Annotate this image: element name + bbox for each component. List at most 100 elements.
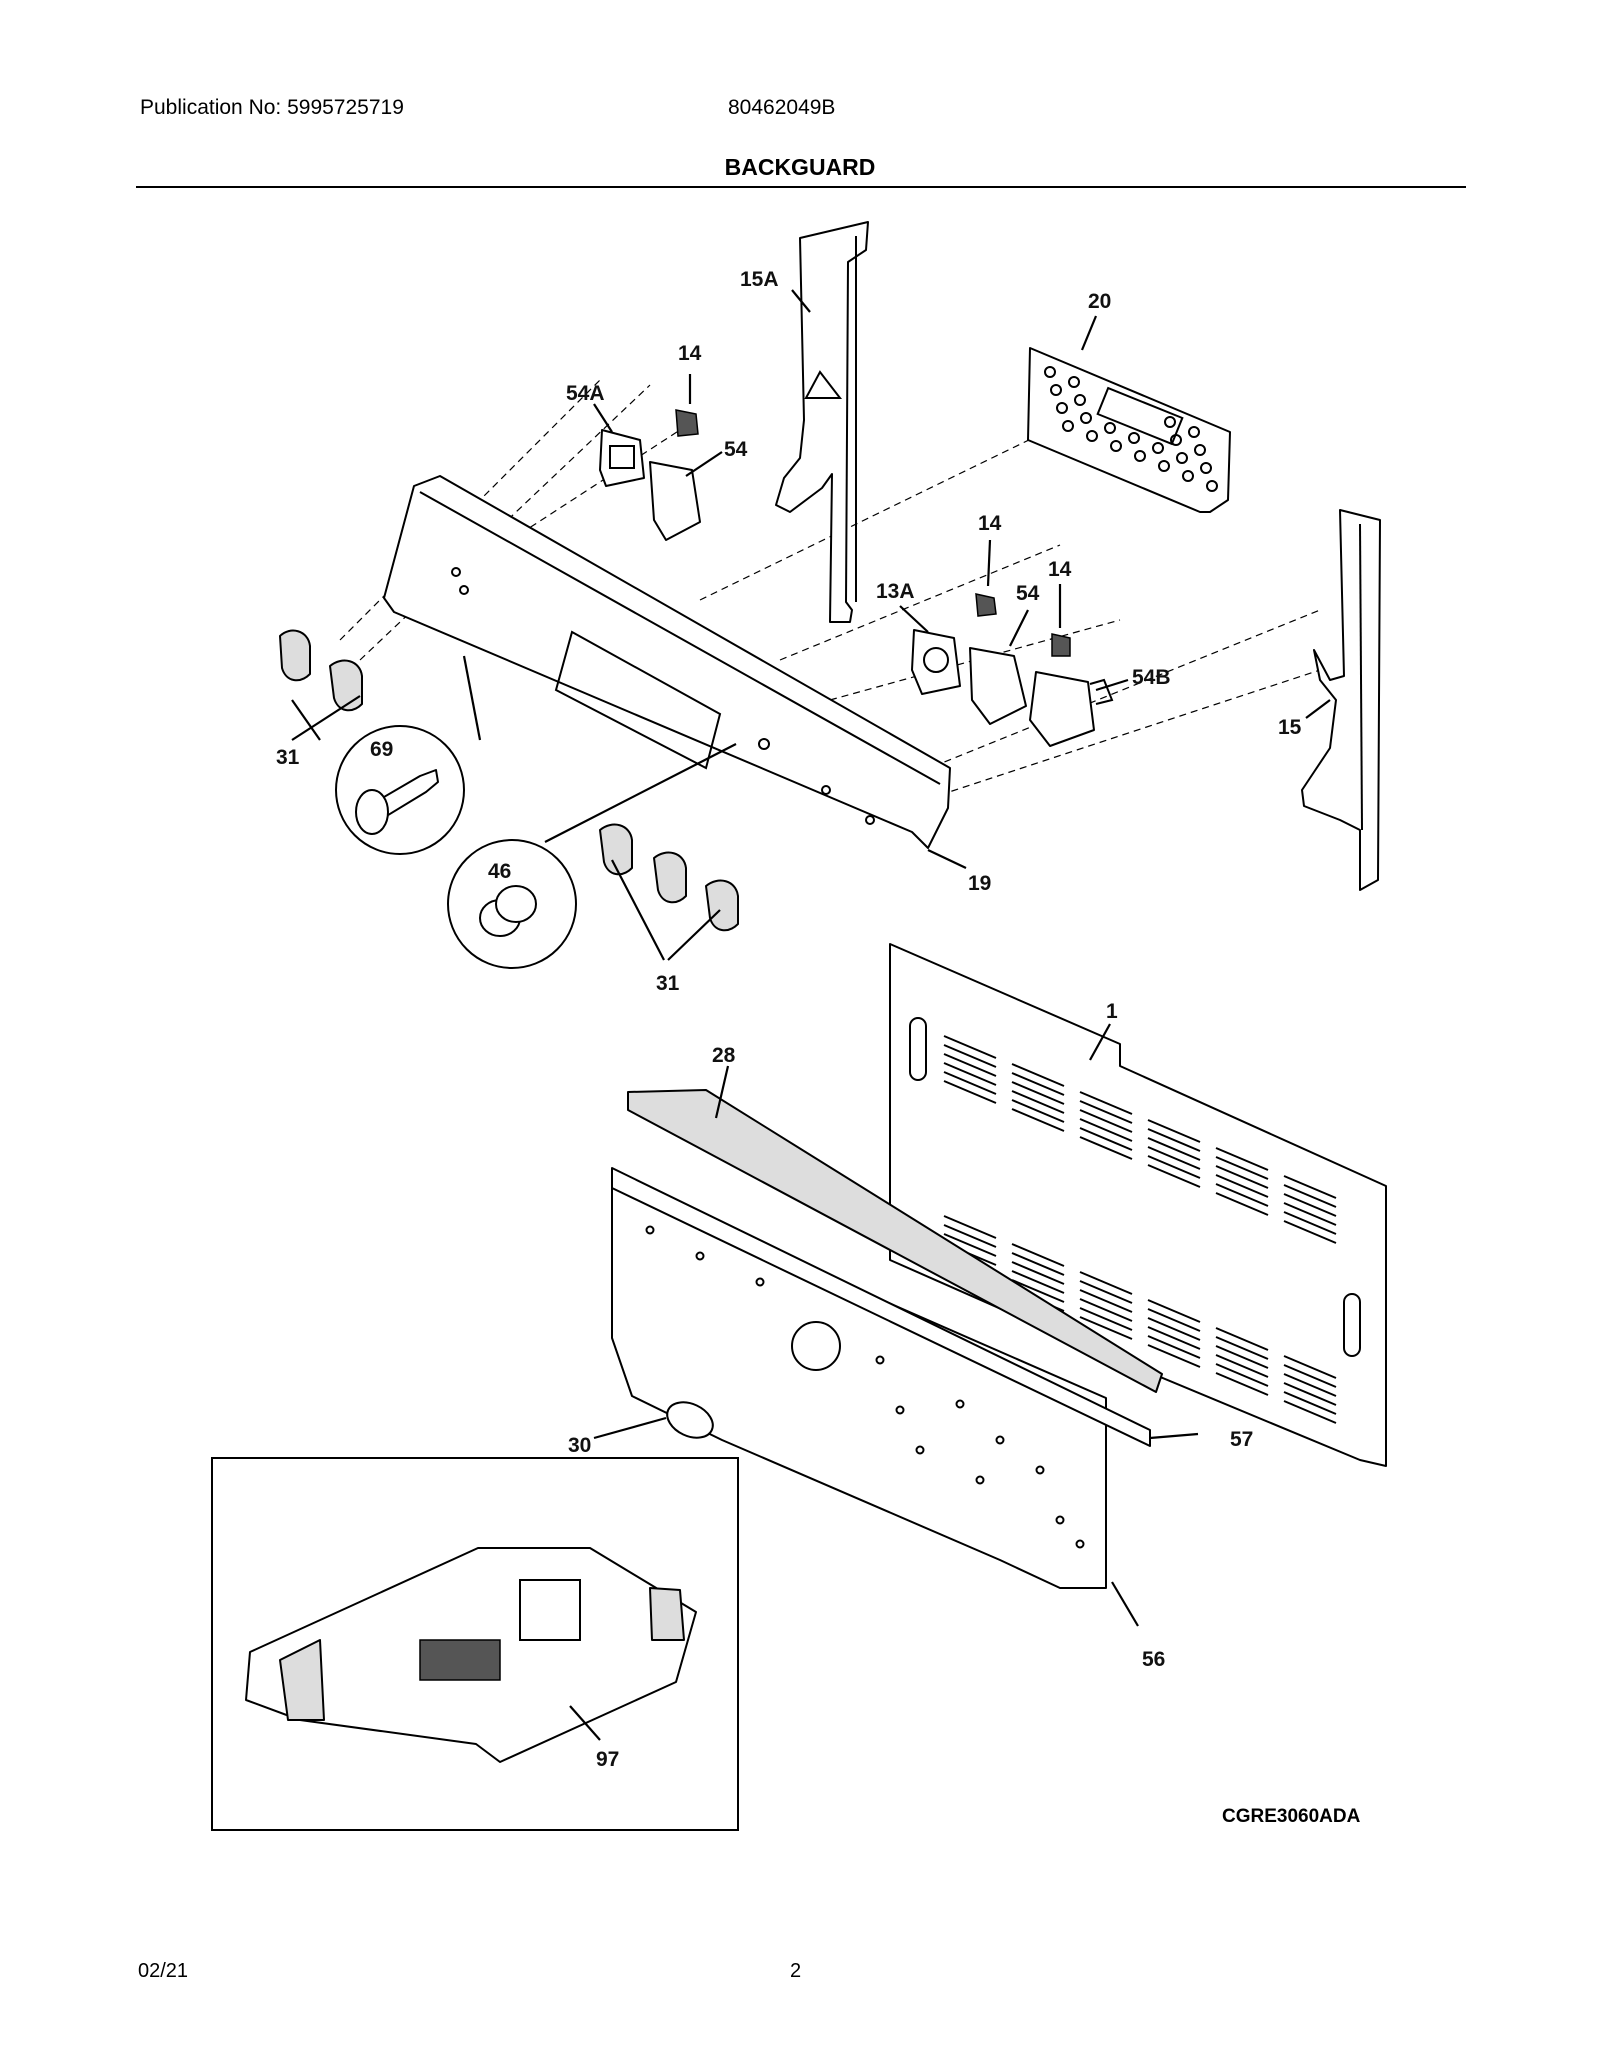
frame-hole [755,1277,765,1287]
footer-date: 02/21 [138,1960,189,1982]
vent-slot [943,1224,997,1248]
knobs-31-left [279,629,363,712]
callout-20: 20 [1088,290,1111,313]
document-number: 80462049B [728,96,836,119]
callout-54-upper: 54 [724,438,748,461]
switch-14-upper [675,409,699,437]
frame-hole [915,1445,925,1455]
frame-hole [695,1251,705,1261]
vent-slot [1079,1316,1133,1340]
keypad-button [1188,426,1200,438]
callout-14-mid-b: 14 [1048,558,1072,581]
vent-slot [943,1053,997,1077]
keypad-button [1074,394,1086,406]
page-title: BACKGUARD [724,154,876,180]
keypad-button [1128,432,1140,444]
vent-slot [1215,1354,1269,1378]
vent-slot [1215,1174,1269,1198]
vent-slot [943,1044,997,1068]
vent-slot [1011,1063,1065,1087]
vent-slot [1147,1326,1201,1350]
control-board-20 [1027,347,1231,513]
vent-slot [1283,1364,1337,1388]
vent-slot [1079,1307,1133,1331]
vent-slot [1011,1243,1065,1267]
vent-slot [1079,1271,1133,1295]
knobs-31-bottom [599,823,739,932]
keypad-button [1206,480,1218,492]
callout-28: 28 [712,1044,736,1067]
keypad-button [1158,460,1170,472]
frame-hole [645,1225,655,1235]
trim-strip-57 [611,1167,1151,1447]
detail-plug-46 [447,839,577,969]
callout-46: 46 [488,860,511,883]
vent-slot [1147,1299,1201,1323]
vent-slot [1283,1211,1337,1235]
frame-holes [645,1225,1085,1549]
vent-slot [1215,1336,1269,1360]
frame-hole [895,1405,905,1415]
frame-hole [1075,1539,1085,1549]
vent-slot [1215,1147,1269,1171]
switch-13a [911,629,961,695]
vent-slot [1147,1137,1201,1161]
vent-slot [1147,1146,1201,1170]
switch-14-mid-a [975,593,997,617]
publication-number: Publication No: 5995725719 [140,96,404,119]
keypad-button [1194,444,1206,456]
vent-slot [1283,1193,1337,1217]
keypad-button [1104,422,1116,434]
keypad-button [1110,440,1122,452]
leader-lines [291,289,1331,1741]
frame-hole [975,1475,985,1485]
bracket-15 [1301,509,1381,891]
keypad-button [1080,412,1092,424]
vent-slot [1011,1270,1065,1294]
detail-screw-69 [335,725,465,855]
callout-31-left: 31 [276,746,300,769]
keypad-button [1086,430,1098,442]
footer-page-number: 2 [790,1960,802,1982]
keypad-buttons [1044,366,1218,492]
rear-panel-1 [889,943,1387,1467]
callout-54b: 54B [1132,666,1171,689]
callout-30: 30 [568,1434,591,1457]
keypad-button [1152,442,1164,454]
callout-15: 15 [1278,716,1302,739]
vent-slot [1147,1119,1201,1143]
vent-slot [1079,1091,1133,1115]
keypad-button [1044,366,1056,378]
vent-slot [1079,1127,1133,1151]
vent-slot [1011,1279,1065,1303]
frame-hole [1035,1465,1045,1475]
callout-69: 69 [370,738,393,761]
vent-slot [1215,1363,1269,1387]
vent-slot [943,1035,997,1059]
callout-1: 1 [1106,1000,1118,1023]
vent-slot [1215,1156,1269,1180]
vent-slot [1079,1280,1133,1304]
vent-slot [1011,1099,1065,1123]
callout-56: 56 [1142,1648,1165,1671]
vent-slot [1011,1090,1065,1114]
vent-slot [1147,1164,1201,1188]
keypad-button [1134,450,1146,462]
vent-slot [1011,1108,1065,1132]
frame-hole [875,1355,885,1365]
vent-slot [1079,1100,1133,1124]
vent-slot [1011,1252,1065,1276]
keypad-button [1200,462,1212,474]
vent-slot [1147,1344,1201,1368]
callout-31-bottom: 31 [656,972,680,995]
keypad-button [1056,402,1068,414]
keypad-button [1068,376,1080,388]
vent-slot [1215,1165,1269,1189]
vent-slot [1283,1220,1337,1244]
vent-slot [1011,1072,1065,1096]
vent-slot [1147,1128,1201,1152]
keypad-button [1164,416,1176,428]
vent-slot [1147,1335,1201,1359]
vent-slot [1079,1136,1133,1160]
cover-30 [666,1401,714,1439]
